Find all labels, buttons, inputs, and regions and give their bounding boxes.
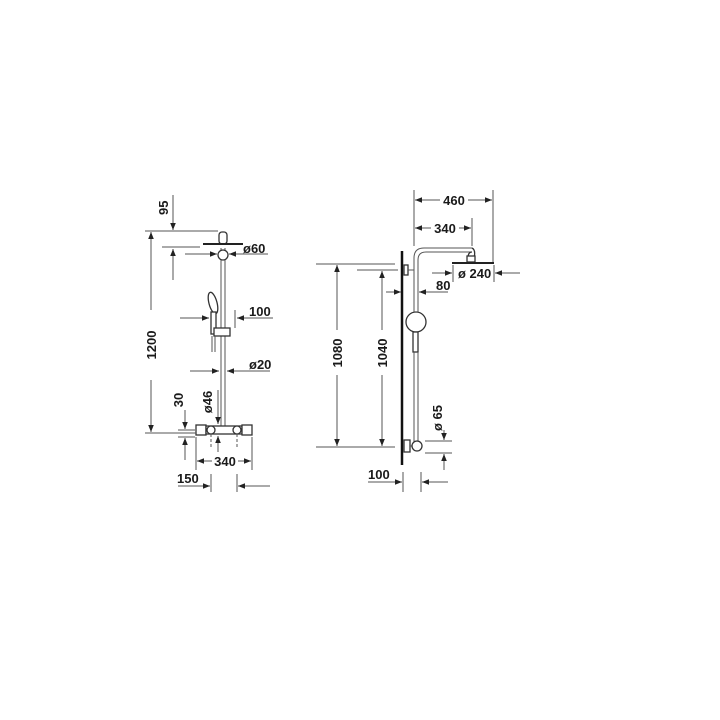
dim-top-offset: 95 bbox=[156, 201, 171, 215]
dim-arm-reach: 340 bbox=[434, 221, 456, 236]
dim-arm-total-reach: 460 bbox=[443, 193, 465, 208]
dim-arm-offset: 80 bbox=[436, 278, 450, 293]
shower-rail bbox=[220, 248, 226, 426]
wall-connector bbox=[403, 439, 423, 453]
dim-head-height: 1080 bbox=[330, 339, 345, 368]
dim-arm-height: 1040 bbox=[375, 339, 390, 368]
hand-shower bbox=[207, 291, 231, 352]
dim-hand-shower-depth: 100 bbox=[249, 304, 271, 319]
dim-total-height: 1200 bbox=[144, 331, 159, 360]
dim-connector-diameter: ø 65 bbox=[430, 405, 445, 431]
thermostat-mixer bbox=[195, 424, 253, 448]
dim-rail-diameter: ø20 bbox=[249, 357, 271, 372]
dim-thermostat-height: 30 bbox=[171, 393, 186, 407]
side-view: 460 340 ø 240 80 1080 1040 ø 65 bbox=[316, 190, 520, 492]
dim-head-diameter: ø60 bbox=[243, 241, 265, 256]
dim-wall-projection: 100 bbox=[368, 467, 390, 482]
front-view: 95 1200 ø60 100 ø20 30 ø46 bbox=[144, 195, 273, 492]
dim-shower-head-diameter: ø 240 bbox=[458, 266, 491, 281]
overhead-connector bbox=[203, 231, 243, 261]
dim-mixer-diameter: ø46 bbox=[200, 391, 215, 413]
dim-inlet-spacing: 150 bbox=[177, 471, 199, 486]
shower-arm bbox=[403, 247, 494, 450]
hand-shower-holder bbox=[405, 311, 427, 440]
dim-thermostat-width: 340 bbox=[214, 454, 236, 469]
